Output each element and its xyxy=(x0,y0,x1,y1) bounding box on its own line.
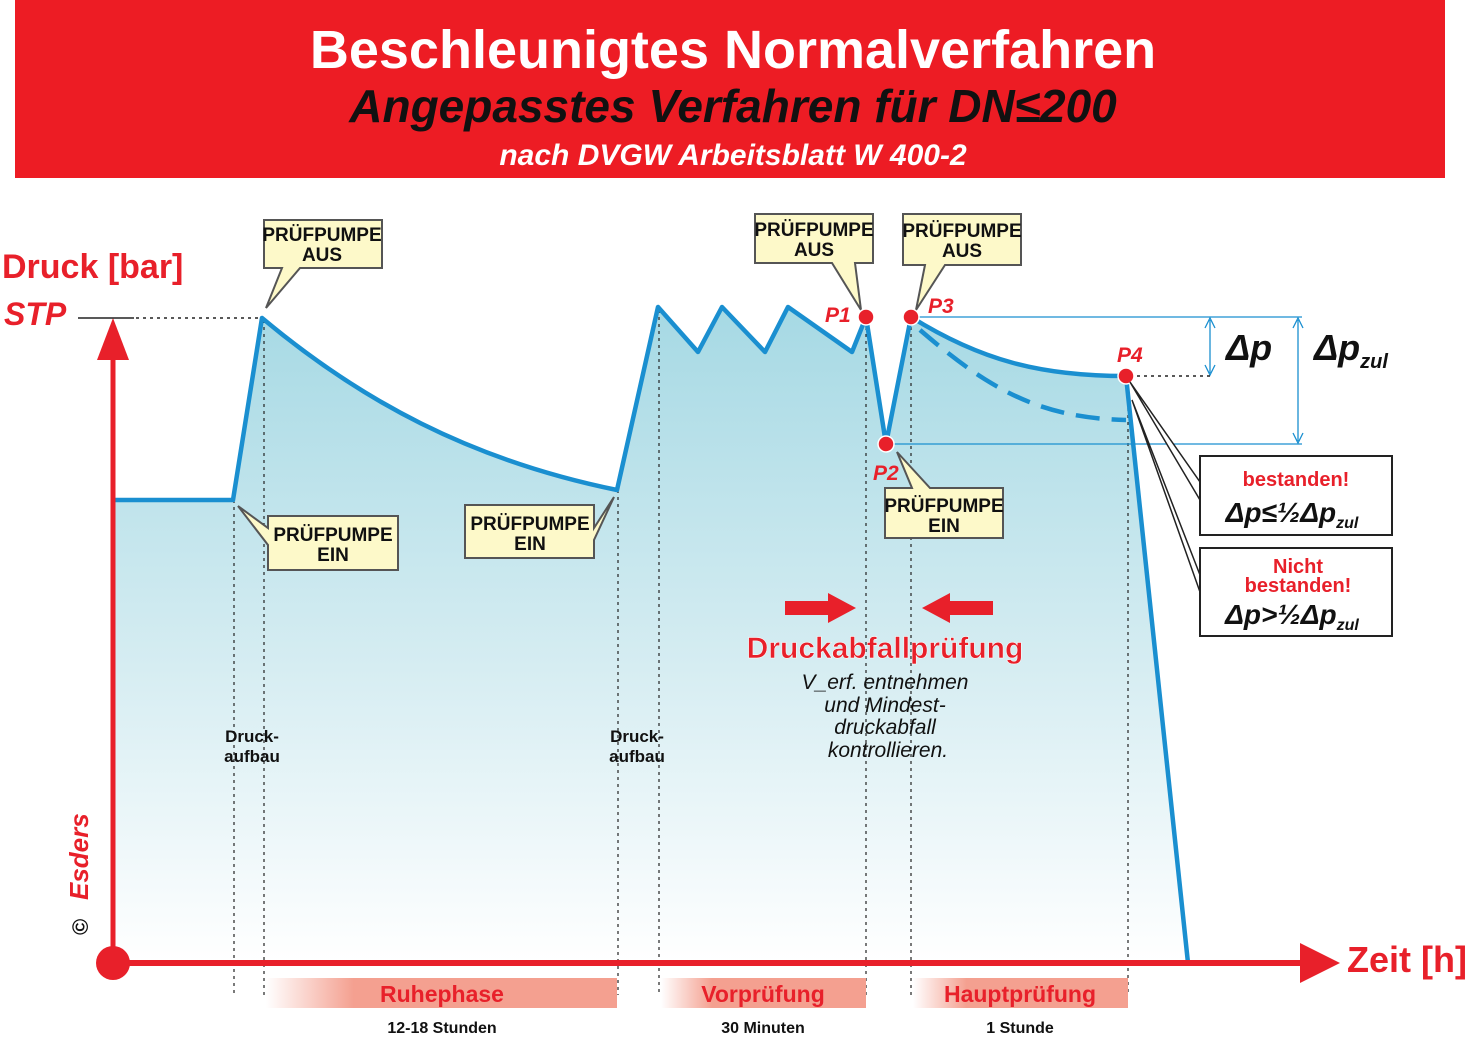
callout-pump-off-2: PRÜFPUMPE AUS xyxy=(754,213,874,311)
arrow-left-icon xyxy=(922,593,993,623)
delta-markers xyxy=(886,316,1304,445)
source-note: nach DVGW Arbeitsblatt W 400-2 xyxy=(499,139,967,172)
phase-vorpruefung: Vorprüfung 30 Minuten xyxy=(661,978,866,1037)
svg-text:PRÜFPUMPE: PRÜFPUMPE xyxy=(884,496,1003,517)
delta-p-zul-label: Δpzul xyxy=(1312,327,1388,373)
svg-text:12-18 Stunden: 12-18 Stunden xyxy=(387,1020,496,1037)
p4-label: P4 xyxy=(1117,344,1143,367)
svg-text:Esders: Esders xyxy=(64,813,94,900)
passed-formula: Δp≤½Δpzul xyxy=(1225,497,1359,532)
svg-text:V_erf. entnehmen: V_erf. entnehmen xyxy=(802,671,969,694)
svg-text:AUS: AUS xyxy=(302,245,342,266)
failed-curve-dashed xyxy=(918,328,1127,423)
result-failed-box: Nicht bestanden! Δp>½Δpzul xyxy=(1131,399,1393,637)
pressure-drop-description: V_erf. entnehmen und Mindest- druckabfal… xyxy=(802,671,969,762)
y-axis xyxy=(97,318,129,963)
point-p3 xyxy=(902,308,920,326)
p3-label: P3 xyxy=(928,295,954,318)
callout-pump-on-3: PRÜFPUMPE EIN xyxy=(884,451,1004,539)
callout-pump-off-3: PRÜFPUMPE AUS xyxy=(902,213,1022,311)
callout-pump-off-1: PRÜFPUMPE AUS xyxy=(262,219,383,309)
measurement-points xyxy=(857,308,1135,453)
title-banner xyxy=(15,0,1445,178)
pressure-curve xyxy=(113,304,1191,964)
callout-pump-on-2: PRÜFPUMPE EIN xyxy=(464,496,615,559)
svg-text:EIN: EIN xyxy=(928,516,960,537)
pressure-area xyxy=(113,307,1188,963)
svg-text:1 Stunde: 1 Stunde xyxy=(986,1020,1054,1037)
svg-text:kontrollieren.: kontrollieren. xyxy=(828,739,948,762)
svg-text:Ruhephase: Ruhephase xyxy=(380,981,504,1007)
svg-text:PRÜFPUMPE: PRÜFPUMPE xyxy=(754,220,873,241)
x-axis-label: Zeit [h] xyxy=(1347,939,1467,980)
svg-text:Vorprüfung: Vorprüfung xyxy=(701,981,825,1007)
pressure-drop-title: Druckabfallprüfung xyxy=(747,632,1024,665)
point-p2 xyxy=(877,435,895,453)
svg-text:PRÜFPUMPE: PRÜFPUMPE xyxy=(262,225,381,246)
callout-pump-on-1: PRÜFPUMPE EIN xyxy=(237,505,399,571)
arrow-right-icon xyxy=(785,593,856,623)
delta-p-label: Δp xyxy=(1224,327,1272,368)
phase-hauptpruefung: Hauptprüfung 1 Stunde xyxy=(913,978,1128,1037)
svg-text:Druck-: Druck- xyxy=(610,727,664,746)
page-subtitle: Angepasstes Verfahren für DN≤200 xyxy=(348,80,1117,132)
failed-formula: Δp>½Δpzul xyxy=(1224,599,1359,634)
svg-text:EIN: EIN xyxy=(514,534,546,555)
copyright-logo: © Esders xyxy=(64,813,94,935)
svg-text:PRÜFPUMPE: PRÜFPUMPE xyxy=(273,525,392,546)
svg-text:EIN: EIN xyxy=(317,545,349,566)
result-passed-box: bestanden! Δp≤½Δpzul xyxy=(1129,381,1393,536)
failed-title-2: bestanden! xyxy=(1245,575,1352,597)
svg-text:Hauptprüfung: Hauptprüfung xyxy=(944,981,1096,1007)
svg-text:PRÜFPUMPE: PRÜFPUMPE xyxy=(902,221,1021,242)
svg-text:Druck-: Druck- xyxy=(225,727,279,746)
svg-text:aufbau: aufbau xyxy=(224,747,280,766)
svg-text:AUS: AUS xyxy=(794,240,834,261)
point-p1 xyxy=(857,308,875,326)
build-up-labels: Druck- aufbau Druck- aufbau xyxy=(224,727,665,766)
svg-text:und Mindest-: und Mindest- xyxy=(824,694,945,717)
p2-label: P2 xyxy=(873,462,899,485)
phase-ruhephase: Ruhephase 12-18 Stunden xyxy=(266,978,617,1037)
svg-text:©: © xyxy=(68,919,93,935)
svg-text:AUS: AUS xyxy=(942,241,982,262)
point-p4 xyxy=(1117,367,1135,385)
svg-text:aufbau: aufbau xyxy=(609,747,665,766)
svg-text:30 Minuten: 30 Minuten xyxy=(721,1020,805,1037)
x-axis xyxy=(96,943,1340,983)
page-title: Beschleunigtes Normalverfahren xyxy=(310,20,1156,80)
passed-title: bestanden! xyxy=(1243,469,1350,491)
vertical-markers xyxy=(136,310,1129,995)
p1-label: P1 xyxy=(825,304,851,327)
y-axis-label: Druck [bar] xyxy=(2,248,183,286)
svg-text:PRÜFPUMPE: PRÜFPUMPE xyxy=(470,514,589,535)
failed-title-1: Nicht xyxy=(1273,556,1323,578)
svg-text:druckabfall: druckabfall xyxy=(834,716,937,739)
stp-label: STP xyxy=(4,296,67,332)
